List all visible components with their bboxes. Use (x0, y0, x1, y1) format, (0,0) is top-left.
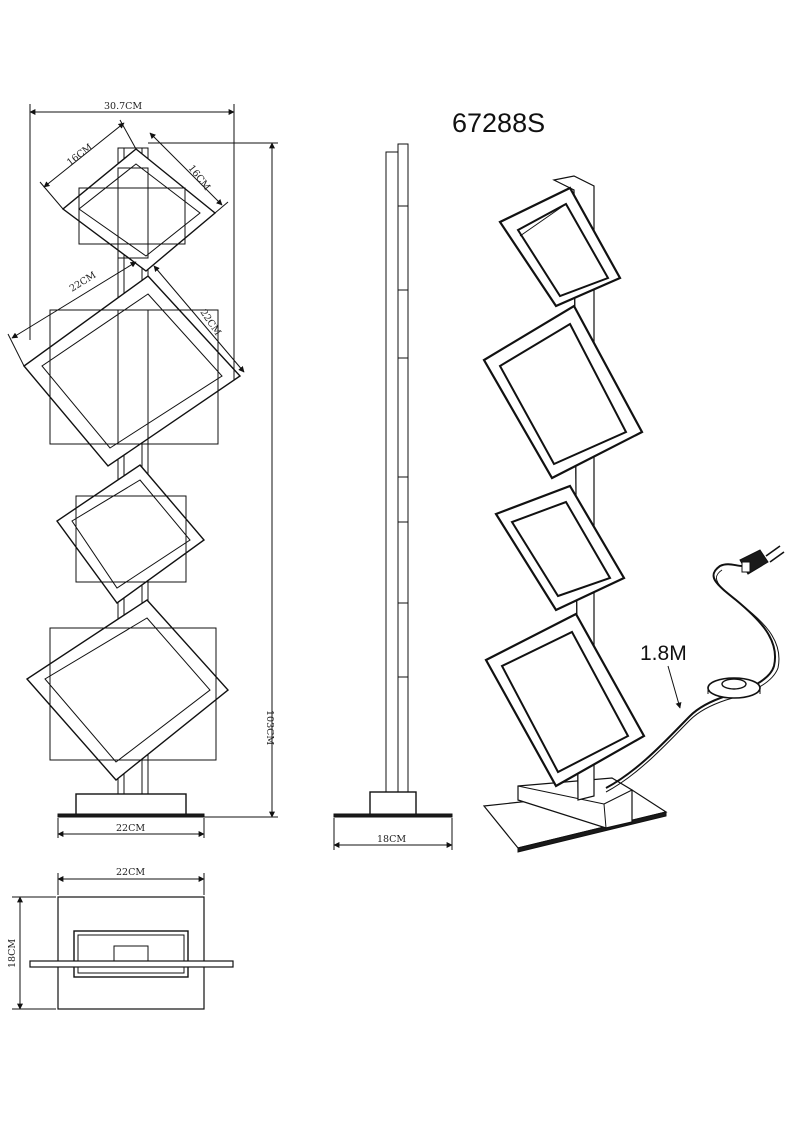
front-frame-3 (56, 464, 206, 604)
cable-length-leader (667, 665, 682, 709)
power-cable (605, 563, 777, 789)
front-base-plate (57, 813, 205, 818)
side-base-depth-label: 18CM (377, 834, 406, 845)
large-side-a-label: 22CM (68, 270, 99, 295)
perspective-frame-1 (498, 186, 622, 308)
perspective-view: 1.8M (482, 175, 785, 853)
overall-height-label: 103CM (264, 710, 275, 745)
small-side-b-label: 16CM (186, 163, 213, 193)
foot-switch-button (721, 678, 747, 690)
front-view (22, 147, 242, 818)
top-width-label: 22CM (116, 867, 145, 878)
top-dimensions: 22CM 18CM (7, 867, 205, 1010)
front-base-width-label: 22CM (116, 823, 145, 834)
small-side-a-label: 16CM (65, 142, 95, 169)
perspective-frame-4 (484, 612, 646, 788)
side-base-plate (333, 813, 453, 818)
front-base-block (75, 793, 187, 817)
front-frame-4 (25, 599, 230, 781)
perspective-frame-2 (482, 304, 644, 480)
overall-width-label: 30.7CM (104, 101, 142, 112)
top-frame-edge (29, 960, 234, 968)
side-frame-edge (397, 143, 409, 793)
perspective-base-block (517, 777, 633, 829)
side-dimensions: 18CM (333, 818, 453, 850)
side-post (385, 151, 399, 793)
side-view (333, 143, 453, 818)
cable-length-label: 1.8M (640, 642, 687, 665)
top-depth-label: 18CM (7, 939, 18, 968)
side-base-block (369, 791, 417, 817)
model-number: 67288S (452, 108, 545, 138)
top-view (29, 896, 234, 1010)
